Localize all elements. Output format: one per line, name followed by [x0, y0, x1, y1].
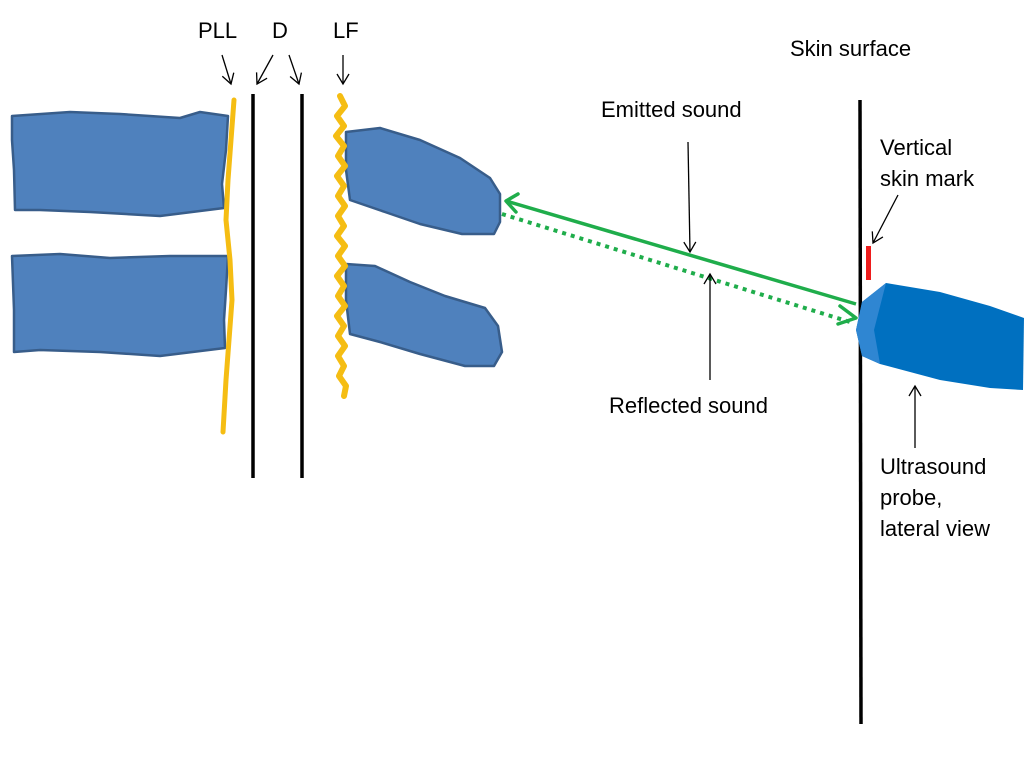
vertebral-body-lower [10, 252, 230, 358]
label-ultrasound-probe-line-2: probe, [880, 485, 942, 510]
label-ultrasound-probe-line-1: Ultrasound [880, 454, 986, 479]
vertical-skin-mark [866, 246, 871, 280]
label-lf: LF [333, 18, 359, 43]
emitted-sound-beam [505, 199, 857, 306]
skin-surface-line [858, 99, 863, 725]
reflected-sound-beam [501, 212, 851, 324]
ultrasound-probe [856, 283, 1024, 390]
d-pointer-arrow-right [288, 54, 303, 86]
d-pointer-arrow-left [255, 54, 274, 86]
label-pll: PLL [198, 18, 237, 43]
label-emitted-sound: Emitted sound [601, 97, 742, 122]
ligamentum-flavum [333, 93, 349, 399]
label-reflected-sound: Reflected sound [609, 393, 768, 418]
label-vertical-skin-mark-line-2: skin mark [880, 166, 975, 191]
emitted-sound-arrowhead [504, 192, 520, 214]
label-d: D [272, 18, 288, 43]
lamina-upper [344, 126, 502, 236]
label-vertical-skin-mark-line-1: Vertical [880, 135, 952, 160]
label-skin-surface: Skin surface [790, 36, 911, 61]
skin-mark-pointer [871, 194, 899, 245]
lamina-lower [344, 262, 504, 368]
reflected-sound-arrowhead [836, 304, 858, 326]
posterior-longitudinal-ligament [220, 97, 237, 435]
label-ultrasound-probe-line-3: lateral view [880, 516, 990, 541]
vertebral-body-upper [10, 110, 230, 218]
ultrasound-probe-tip [856, 283, 886, 364]
emitted-sound-pointer [683, 141, 697, 254]
pll-pointer-arrow [221, 54, 235, 86]
